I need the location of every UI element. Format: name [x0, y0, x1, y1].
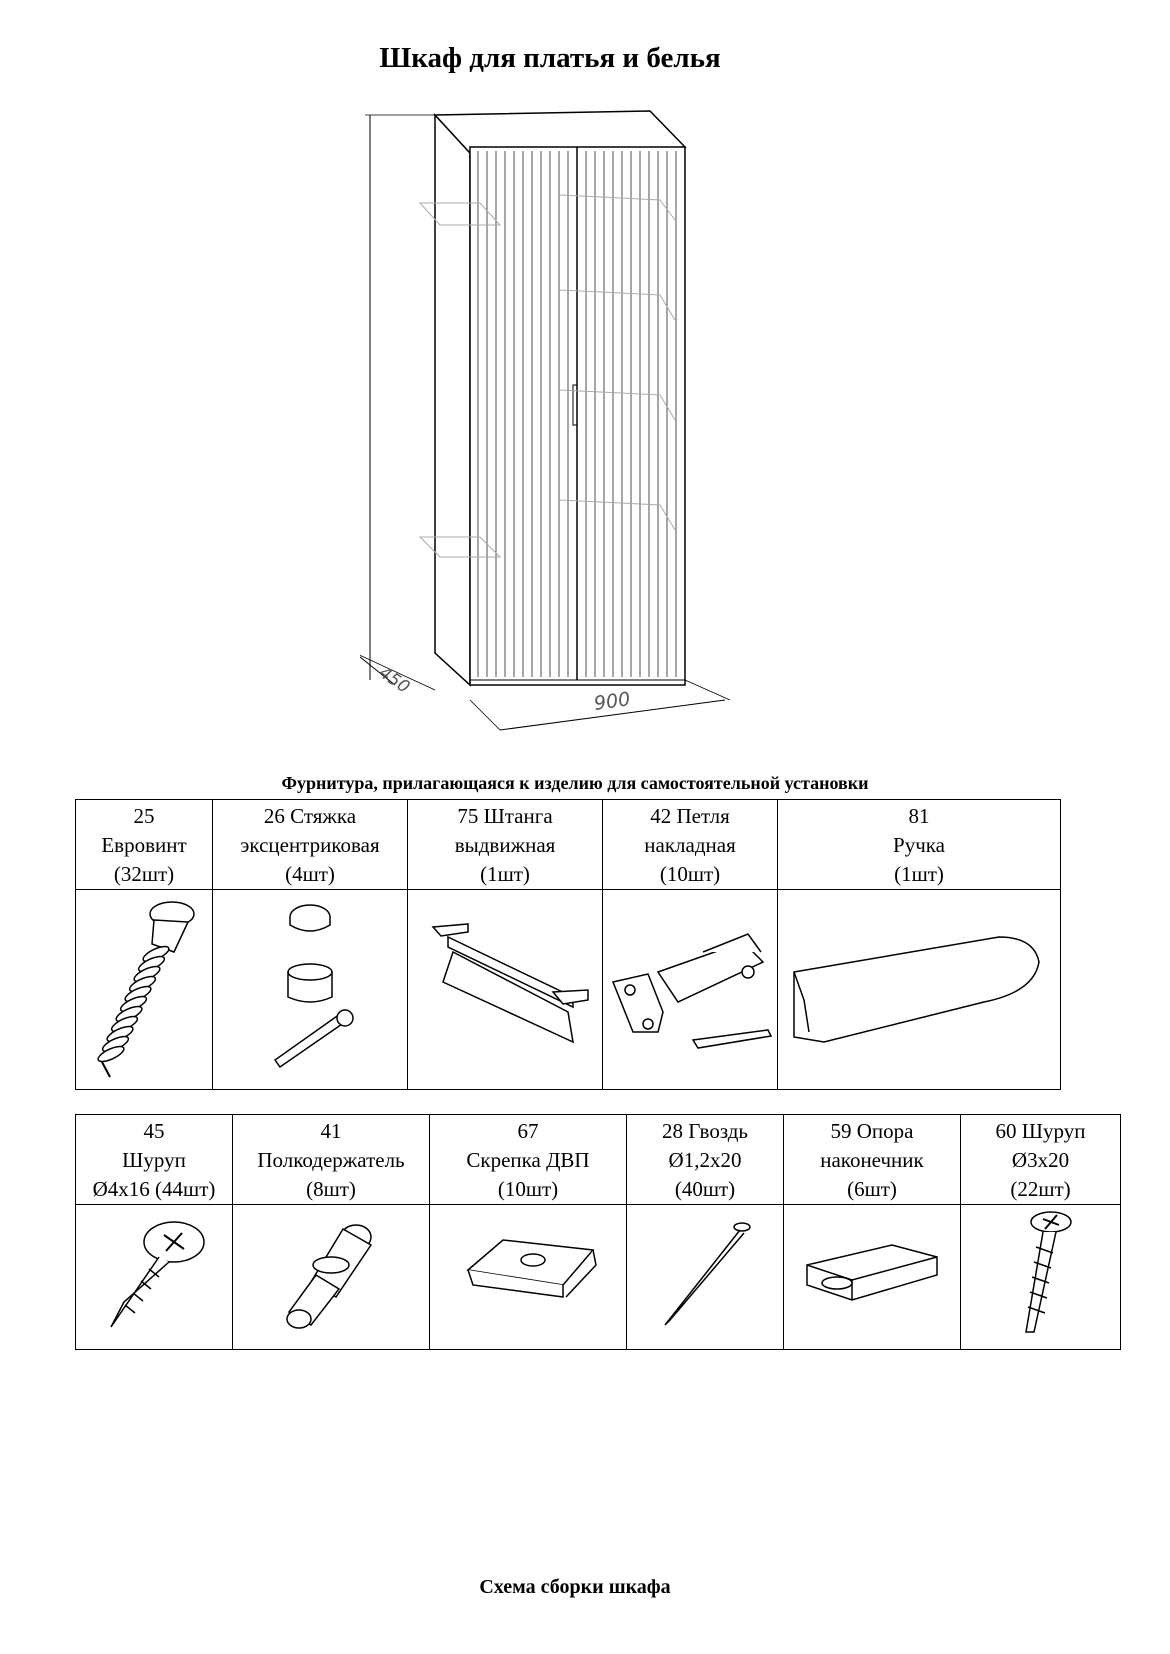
width-dimension: 900 — [593, 688, 632, 715]
fittings-caption: Фурнитура, прилагающаяся к изделию для с… — [281, 773, 869, 793]
small-screw-icon — [960, 1204, 1121, 1350]
height-dimension: 2200 — [360, 380, 364, 431]
page-title: Шкаф для платья и белья — [379, 42, 721, 74]
hdf-clip-icon — [429, 1204, 627, 1350]
screw-icon — [75, 1204, 233, 1350]
shelf-support-icon — [232, 1204, 430, 1350]
assembly-scheme-title: Схема сборки шкафа — [479, 1576, 671, 1598]
handle-icon — [777, 889, 1061, 1090]
depth-dimension: 450 — [375, 663, 413, 698]
pullout-rail-icon — [407, 889, 603, 1090]
eurobolt-icon — [75, 889, 213, 1090]
foot-tip-icon — [783, 1204, 961, 1350]
hinge-icon — [602, 889, 778, 1090]
wardrobe-drawing: 2200 450 900 — [360, 110, 731, 731]
nail-icon — [626, 1204, 784, 1350]
eccentric-tie-icon — [212, 889, 408, 1090]
